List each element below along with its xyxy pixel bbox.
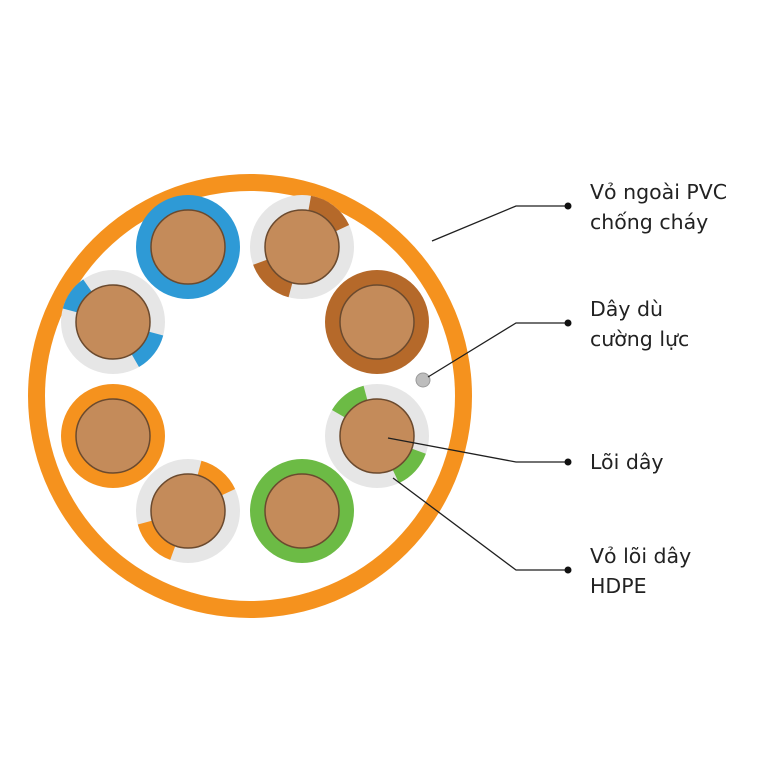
label-jacket-line1: Vỏ ngoài PVC — [590, 180, 727, 204]
leader-line-jacket — [431, 205, 568, 242]
copper-core — [75, 398, 151, 474]
label-insulation-line2: HDPE — [590, 574, 647, 598]
conductor-brown — [325, 270, 429, 374]
insulation-stripe-1 — [331, 385, 368, 418]
copper-core — [339, 284, 415, 360]
conductor-blue — [136, 195, 240, 299]
leader-line-ripcord — [427, 322, 568, 378]
leader-lines — [387, 202, 572, 574]
conductor-green — [250, 459, 354, 563]
label-core: Lõi dây — [590, 450, 664, 474]
copper-core — [150, 209, 226, 285]
insulation-stripe-1 — [62, 279, 93, 313]
copper-core — [339, 398, 415, 474]
insulation-stripe-2 — [253, 259, 293, 298]
label-jacket-line2: chống cháy — [590, 210, 708, 234]
copper-core — [264, 473, 340, 549]
leader-line-core — [387, 437, 568, 463]
insulation-stripe-1 — [197, 460, 236, 496]
copper-core — [150, 473, 226, 549]
conductor-green-white — [325, 384, 429, 488]
insulation-stripe-2 — [131, 331, 164, 368]
copper-core — [264, 209, 340, 285]
insulation-stripe-2 — [137, 520, 176, 560]
leader-dot-insulation — [564, 566, 572, 574]
conductor-group — [61, 195, 429, 563]
leader-line-insulation — [392, 477, 568, 571]
leader-dot-jacket — [564, 202, 572, 210]
label-ripcord-line1: Dây dù — [590, 297, 663, 321]
conductor-blue-white — [61, 270, 165, 374]
conductor-orange — [61, 384, 165, 488]
leader-dot-ripcord — [564, 319, 572, 327]
labels: Vỏ ngoài PVC chống cháy Dây dù cường lực… — [590, 180, 727, 598]
label-ripcord-line2: cường lực — [590, 327, 689, 351]
ripcord — [415, 372, 431, 388]
label-insulation-line1: Vỏ lõi dây — [590, 544, 691, 568]
insulation-stripe-2 — [392, 448, 426, 484]
conductor-orange-white — [136, 459, 240, 563]
conductor-brown-white — [250, 195, 354, 299]
leader-dot-core — [564, 458, 572, 466]
copper-core — [75, 284, 151, 360]
insulation-stripe-1 — [308, 195, 350, 232]
